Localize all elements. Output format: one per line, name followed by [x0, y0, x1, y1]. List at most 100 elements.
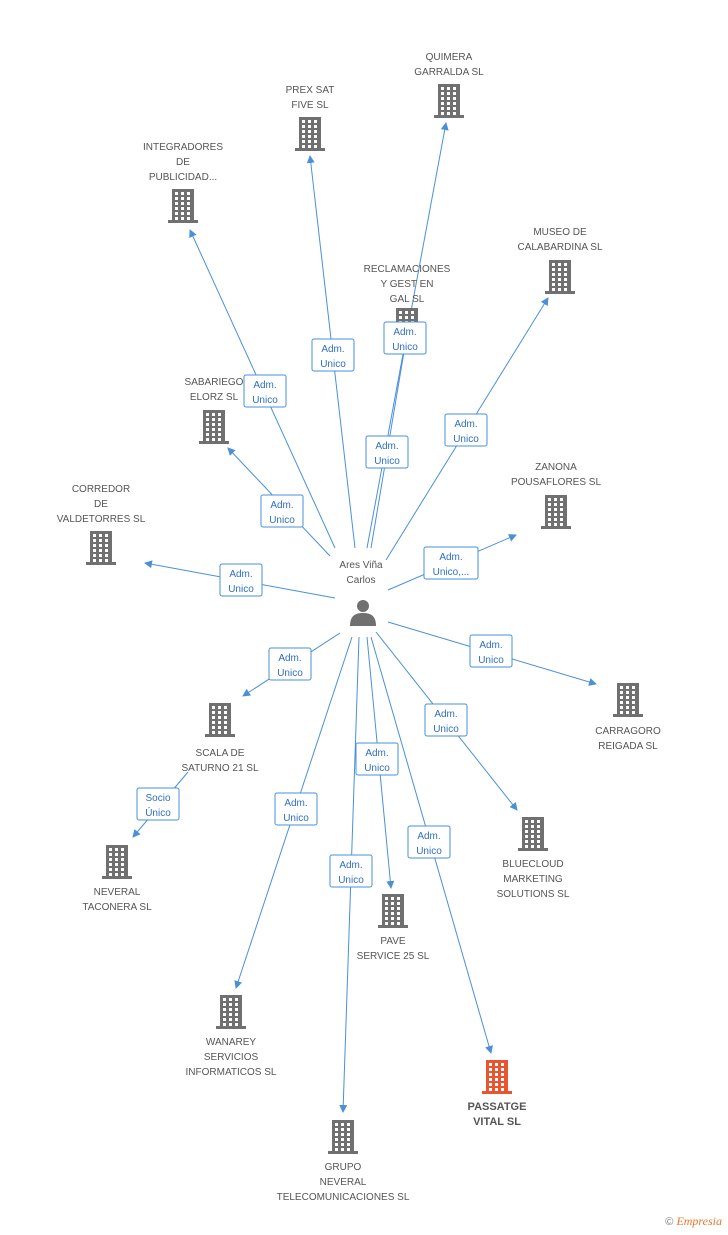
edge-label-text: Adm. [375, 441, 398, 452]
node-prex[interactable]: PREX SAT FIVE SL [286, 85, 335, 151]
node-label: INFORMATICOS SL [186, 1067, 277, 1078]
edge-label-text: Unico [364, 763, 390, 774]
edge-label-scala[interactable]: Adm.Unico [268, 647, 312, 681]
center-label: Carlos [347, 575, 376, 586]
edge-label-text: Unico [392, 342, 418, 353]
edge-label-text: Unico [453, 434, 479, 445]
node-museo[interactable]: MUSEO DE CALABARDINA SL [517, 227, 603, 294]
edge-label-museo[interactable]: Adm.Unico [444, 413, 488, 447]
node-label: TACONERA SL [82, 902, 152, 913]
node-label: POUSAFLORES SL [511, 477, 601, 488]
edge-label-wanarey[interactable]: Adm.Unico [274, 792, 318, 826]
footer: © Empresia [665, 1214, 722, 1229]
edge-label-text: Adm. [253, 380, 276, 391]
edge-label-text: Unico,... [433, 567, 470, 578]
node-label: DE [94, 499, 108, 510]
building-icon[interactable] [613, 683, 643, 717]
edge-label-text: Adm. [339, 860, 362, 871]
center-label: Ares Viña [339, 560, 383, 571]
edge-label-text: Unico [478, 655, 504, 666]
edge-label-corredor[interactable]: Adm.Unico [219, 563, 263, 597]
node-label: CALABARDINA SL [517, 242, 602, 253]
node-label: INTEGRADORES [143, 142, 223, 153]
node-label: PREX SAT [286, 85, 335, 96]
building-icon[interactable] [216, 995, 246, 1029]
edge-label-text: Unico [277, 668, 303, 679]
node-pave[interactable]: PAVE SERVICE 25 SL [357, 894, 430, 962]
edge-label-zanona[interactable]: Adm. Unico,... [423, 546, 479, 580]
node-label: QUIMERA [426, 52, 473, 63]
building-icon[interactable] [168, 189, 198, 223]
building-icon[interactable] [434, 84, 464, 118]
node-label: GRUPO [325, 1162, 362, 1173]
edge-label-text: Unico [252, 395, 278, 406]
building-icon[interactable] [295, 117, 325, 151]
edge-label-passatge[interactable]: Adm.Unico [407, 825, 451, 859]
building-icon[interactable] [102, 845, 132, 879]
edge-label-prex[interactable]: Adm.Unico [311, 338, 355, 372]
node-label: CARRAGORO [595, 726, 661, 737]
node-label: REIGADA SL [598, 741, 658, 752]
edge-label-bluecloud[interactable]: Adm.Unico [424, 703, 468, 737]
edge-label-integradores[interactable]: Adm. Unico [243, 374, 287, 408]
edge-label-text: Socio [145, 793, 170, 804]
edge-label-text: Adm. [439, 552, 462, 563]
edge-labels-layer: Adm.UnicoAdm.UnicoAdm.UnicoAdm.UnicoAdm.… [136, 321, 513, 888]
building-icon[interactable] [328, 1120, 358, 1154]
node-carragoro[interactable]: CARRAGORO REIGADA SL [595, 683, 661, 752]
building-icon[interactable] [378, 894, 408, 928]
node-label: PUBLICIDAD... [149, 172, 217, 183]
edge-label-carragoro[interactable]: Adm.Unico [469, 634, 513, 668]
building-icon[interactable] [199, 410, 229, 444]
node-label: PAVE [380, 936, 406, 947]
edge-label-text: Único [145, 806, 171, 819]
node-neveral_taconera[interactable]: NEVERAL TACONERA SL [82, 845, 152, 913]
node-label: DE [176, 157, 190, 168]
building-icon[interactable] [482, 1060, 512, 1094]
node-quimera[interactable]: QUIMERA GARRALDA SL [414, 52, 484, 118]
person-icon[interactable] [350, 600, 376, 626]
edge-label-pave[interactable]: Adm. Unico [355, 742, 399, 776]
node-label: SOLUTIONS SL [497, 889, 570, 900]
node-label: VITAL SL [473, 1116, 521, 1128]
node-label: FIVE SL [291, 100, 329, 111]
edge-label-sabariego[interactable]: Adm.Unico [260, 494, 304, 528]
node-label: VALDETORRES SL [57, 514, 146, 525]
node-label: SERVICE 25 SL [357, 951, 430, 962]
edge-label-quimera[interactable]: Adm.Unico [383, 321, 427, 355]
edge-label-grupo_neveral[interactable]: Adm. Unico [329, 854, 373, 888]
edge-label-text: Unico [269, 515, 295, 526]
brand-logo[interactable]: Empresia [676, 1214, 722, 1228]
building-icon[interactable] [86, 531, 116, 565]
edge-label-text: Adm. [365, 748, 388, 759]
node-label: SERVICIOS [204, 1052, 259, 1063]
edge-label-text: Unico [374, 456, 400, 467]
node-label: GARRALDA SL [414, 67, 484, 78]
node-label: NEVERAL [94, 887, 141, 898]
node-label: BLUECLOUD [502, 859, 563, 870]
edge-label-text: Unico [433, 724, 459, 735]
node-label: SCALA DE [196, 748, 245, 759]
node-label: MUSEO DE [533, 227, 587, 238]
building-icon[interactable] [541, 495, 571, 529]
node-label: GAL SL [390, 294, 425, 305]
building-icon[interactable] [545, 260, 575, 294]
building-icon[interactable] [205, 703, 235, 737]
edge-label-reclamaciones[interactable]: Adm. Unico [365, 435, 409, 469]
edge-label-text: Unico [338, 875, 364, 886]
node-integradores[interactable]: INTEGRADORES DE PUBLICIDAD... [143, 142, 223, 223]
building-icon[interactable] [518, 817, 548, 851]
edge-label-text: Adm. [321, 344, 344, 355]
node-label: TELECOMUNICACIONES SL [277, 1192, 410, 1203]
